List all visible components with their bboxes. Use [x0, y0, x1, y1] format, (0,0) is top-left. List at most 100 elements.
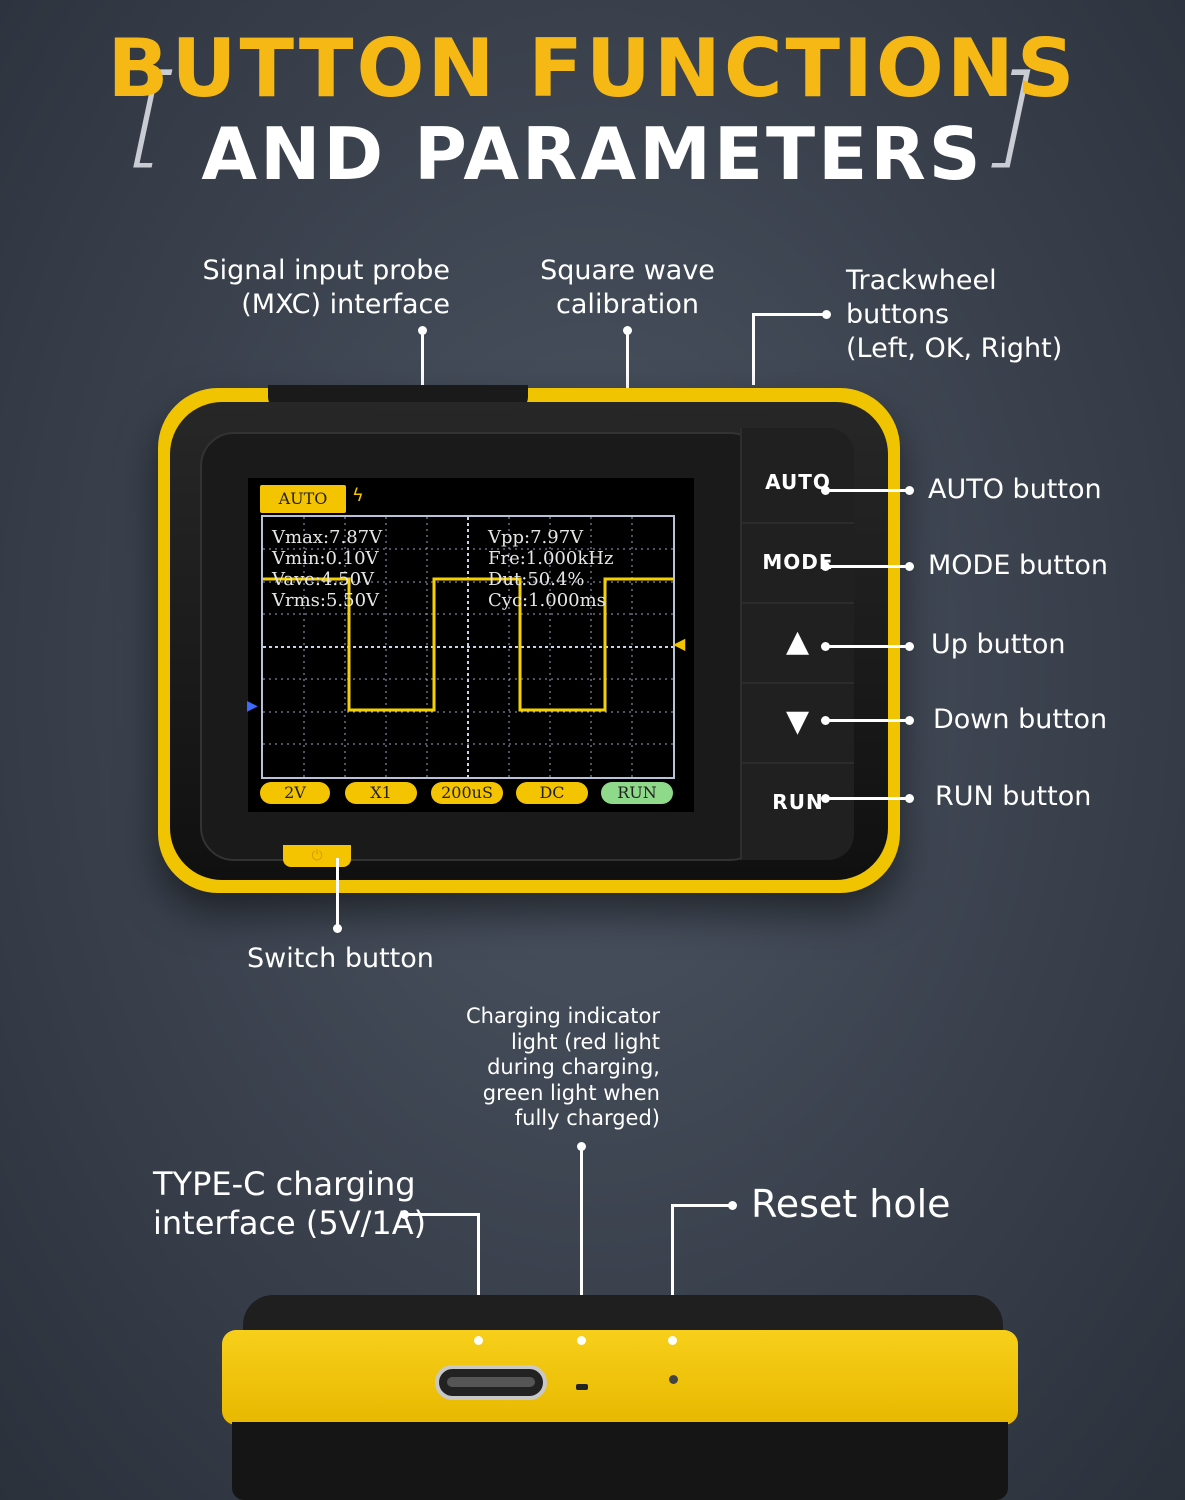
square-leader — [626, 330, 629, 400]
typec-leader-v — [477, 1213, 480, 1340]
mode-leader — [826, 565, 911, 568]
trigger-level-marker-icon: ◀ — [673, 634, 686, 653]
switch-label: Switch button — [247, 943, 434, 974]
meas-vrms: Vrms:5.50V — [272, 590, 380, 611]
down-leader — [826, 719, 911, 722]
meas-cyc: Cyc:1.000ms — [488, 590, 606, 611]
oscilloscope-screen — [248, 478, 694, 812]
down-dot-a — [821, 716, 830, 725]
timebase-badge: 200uS — [431, 782, 503, 804]
mode-key[interactable]: MODE — [742, 522, 854, 604]
run-label: RUN button — [935, 781, 1092, 812]
down-label: Down button — [933, 704, 1108, 735]
center-axes — [263, 517, 673, 777]
typec-dot — [400, 1210, 409, 1219]
meas-vmax: Vmax:7.87V — [272, 527, 383, 548]
right-measurements: Vpp:7.97V Fre:1.000kHz Dut:50.4% Cyc:1.0… — [488, 527, 613, 611]
charging-dot-bottom — [577, 1336, 586, 1345]
charging-line4: green light when — [482, 1080, 660, 1105]
auto-key[interactable]: AUTO — [742, 442, 854, 524]
charging-light-label: Charging indicator light (red light duri… — [420, 1004, 660, 1132]
square-waveform — [263, 577, 673, 712]
down-dot-b — [905, 716, 914, 725]
auto-leader — [826, 489, 911, 492]
up-label: Up button — [931, 629, 1066, 660]
switch-leader — [336, 858, 339, 928]
probe-label-line2: (MXC) interface — [241, 289, 450, 320]
typec-leader-h — [405, 1213, 480, 1216]
up-key[interactable]: ▲ — [742, 602, 854, 684]
up-dot-a — [821, 642, 830, 651]
grid-waveform-svg — [263, 517, 673, 777]
reset-leader-v — [671, 1204, 674, 1339]
trackwheel-dot — [822, 310, 831, 319]
meas-vmin: Vmin:0.10V — [272, 548, 379, 569]
square-label-line1: Square wave — [540, 255, 715, 286]
charging-line2: light (red light — [510, 1029, 660, 1054]
auto-dot-b — [905, 486, 914, 495]
charging-line1: Charging indicator — [465, 1004, 660, 1028]
charging-dot-top — [577, 1142, 586, 1151]
device-bottom-yellow — [222, 1330, 1018, 1425]
up-dot-b — [905, 642, 914, 651]
reset-leader-h — [671, 1204, 733, 1207]
trackwheel-label-line3: (Left, OK, Right) — [846, 333, 1063, 364]
trackwheel-leader-v — [752, 313, 755, 385]
meas-fre: Fre:1.000kHz — [488, 548, 614, 569]
probe-leader — [421, 330, 424, 400]
run-dot-b — [905, 794, 914, 803]
meas-dut: Dut:50.4% — [488, 569, 585, 590]
typec-label: TYPE-C charging interface (5V/1A) — [153, 1165, 426, 1243]
trackwheel-leader-h — [752, 313, 827, 316]
probe-label-line1: Signal input probe — [202, 255, 450, 286]
power-switch[interactable]: ⏻ — [283, 845, 351, 867]
reset-label: Reset hole — [751, 1182, 951, 1226]
channel-marker-icon: ▶ — [247, 698, 258, 714]
charging-line3: during charging, — [487, 1055, 660, 1079]
coupling-badge: DC — [516, 782, 588, 804]
run-state-badge: RUN — [601, 782, 673, 804]
power-icon: ⏻ — [311, 848, 323, 864]
run-key[interactable]: RUN — [772, 790, 824, 814]
trackwheel-label: Trackwheel buttons (Left, OK, Right) — [846, 264, 1146, 366]
mode-dot-a — [821, 562, 830, 571]
probe-label: Signal input probe (MXC) interface — [150, 254, 450, 322]
charging-led — [576, 1384, 588, 1390]
probe-dot — [418, 326, 427, 335]
up-leader — [826, 645, 911, 648]
mode-badge: AUTO — [260, 485, 346, 513]
usb-c-port-inner — [447, 1377, 535, 1387]
keypad: AUTO MODE ▲ ▼ RUN — [740, 428, 854, 860]
typec-dot-bottom — [474, 1336, 483, 1345]
scope-grid — [261, 515, 675, 779]
trigger-bolt-icon: ϟ — [352, 485, 364, 506]
typec-line1: TYPE-C charging — [153, 1165, 416, 1203]
square-dot — [623, 326, 632, 335]
title-line-1: BUTTON FUNCTIONS — [107, 22, 1078, 115]
square-wave-label: Square wave calibration — [520, 254, 735, 322]
device-bottom-base — [232, 1422, 1008, 1500]
square-label-line2: calibration — [556, 289, 699, 320]
auto-dot-a — [821, 486, 830, 495]
probe-x-badge: X1 — [345, 782, 417, 804]
mode-label: MODE button — [928, 550, 1109, 581]
mode-dot-b — [905, 562, 914, 571]
volts-badge: 2V — [260, 782, 330, 804]
charging-leader — [580, 1148, 583, 1338]
switch-dot — [333, 924, 342, 933]
trackwheel-label-line1: Trackwheel — [846, 265, 997, 296]
meas-vave: Vave:4.50V — [272, 569, 375, 590]
reset-dot — [728, 1201, 737, 1210]
meas-vpp: Vpp:7.97V — [488, 527, 584, 548]
charging-line5: fully charged) — [514, 1106, 660, 1130]
reset-hole[interactable] — [669, 1375, 678, 1384]
auto-label: AUTO button — [928, 474, 1102, 505]
run-dot-a — [821, 794, 830, 803]
title-line-2: AND PARAMETERS — [201, 112, 984, 196]
trackwheel-label-line2: buttons — [846, 299, 950, 330]
reset-dot-bottom — [668, 1336, 677, 1345]
down-key[interactable]: ▼ — [742, 682, 854, 764]
left-measurements: Vmax:7.87V Vmin:0.10V Vave:4.50V Vrms:5.… — [272, 527, 382, 611]
run-leader — [826, 797, 911, 800]
typec-line2: interface (5V/1A) — [153, 1204, 427, 1242]
